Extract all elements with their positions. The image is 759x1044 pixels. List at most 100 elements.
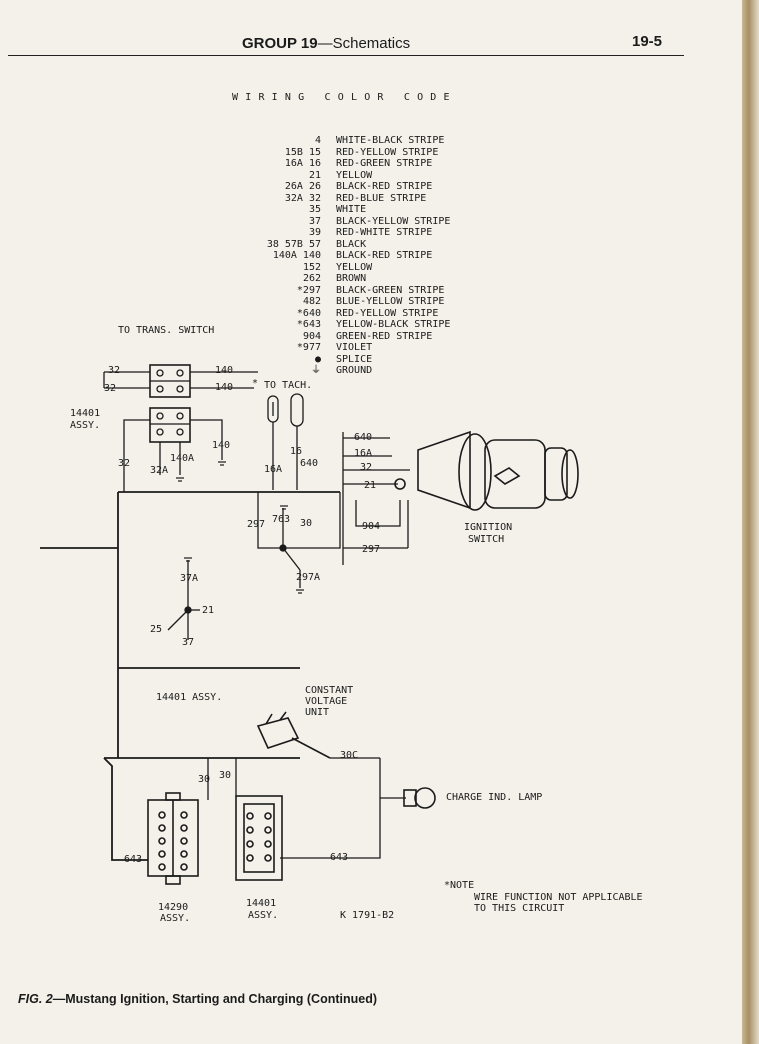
legend-row: 482 BLUE-YELLOW STRIPE xyxy=(250,296,510,308)
legend-wire-color: RED-WHITE STRIPE xyxy=(336,227,433,238)
manual-page xyxy=(0,0,742,1044)
ignition-switch-label-2: SWITCH xyxy=(468,534,505,545)
legend-wire-code: 262 xyxy=(302,273,321,284)
legend-wire-code: 35 xyxy=(308,204,321,215)
wire-32-bottom-label: 32 xyxy=(104,383,117,394)
legend-wire-code: 152 xyxy=(302,261,321,273)
ground-star-label: * xyxy=(252,378,259,389)
legend-row: ●SPLICE xyxy=(250,354,510,366)
wire-16-label: 16 xyxy=(290,446,303,457)
wire-640-switch-label: 640 xyxy=(354,432,373,443)
legend-row: 904 GREEN-RED STRIPE xyxy=(250,331,510,343)
constant-voltage-label-2: VOLTAGE xyxy=(305,696,348,707)
legend-wire-code: ⏚ xyxy=(311,365,321,376)
wire-904-label: 904 xyxy=(362,521,381,532)
splice-network-297 xyxy=(257,492,341,588)
assy-14401b-number: 14401 xyxy=(246,898,277,909)
ignition-switch-label-1: IGNITION xyxy=(464,522,513,533)
legend-wire-color: BROWN xyxy=(336,273,367,284)
wire-32-top-label: 32 xyxy=(108,365,121,376)
legend-wire-color: YELLOW xyxy=(336,169,373,181)
wiring-color-legend: 4 WHITE-BLACK STRIPE 15B 15 RED-YELLOW STRI… xyxy=(250,135,510,377)
wire-32a-label: 32A xyxy=(150,465,169,476)
wire-297-switch-label: 297 xyxy=(362,544,381,555)
legend-wire-code: 21 xyxy=(308,169,321,181)
trans-switch-wires xyxy=(103,371,258,389)
tach-plug xyxy=(267,393,304,490)
wire-297-left-label: 297 xyxy=(247,519,266,530)
constant-voltage-label-3: UNIT xyxy=(305,707,330,718)
legend-row: *640 RED-YELLOW STRIPE xyxy=(250,308,510,320)
wire-30-b-label: 30 xyxy=(219,770,232,781)
legend-wire-color: BLACK-RED STRIPE xyxy=(336,250,433,261)
wiring-color-code-title: WIRING COLOR CODE xyxy=(232,92,457,103)
wire-140-bottom-label: 140 xyxy=(215,382,234,393)
legend-wire-code: 4 xyxy=(314,135,321,146)
legend-wire-code: 26A 26 xyxy=(284,181,321,192)
legend-row: 15B 15 RED-YELLOW STRIPE xyxy=(250,147,510,159)
legend-wire-code: 482 xyxy=(302,296,321,307)
legend-row: *297 BLACK-GREEN STRIPE xyxy=(250,285,510,297)
legend-wire-color: BLACK-GREEN STRIPE xyxy=(336,284,445,296)
legend-wire-color: GREEN-RED STRIPE xyxy=(336,330,433,342)
wire-21-switch-label: 21 xyxy=(364,480,377,491)
wire-16a-label: 16A xyxy=(264,464,283,475)
to-trans-switch-label: TO TRANS. SWITCH xyxy=(118,325,215,336)
ignition-switch-wires xyxy=(342,432,410,565)
wire-37-label: 37 xyxy=(182,637,195,648)
legend-wire-color: BLACK xyxy=(336,238,367,250)
legend-wire-code: *297 xyxy=(296,284,321,296)
constant-voltage-label-1: CONSTANT xyxy=(305,685,354,696)
legend-wire-code: 904 xyxy=(302,330,321,342)
legend-wire-color: BLUE-YELLOW STRIPE xyxy=(336,296,445,307)
to-tach-label: TO TACH. xyxy=(264,380,313,391)
legend-wire-code: *640 xyxy=(296,307,321,319)
ignition-switch-icon xyxy=(394,430,579,511)
note-line-2: TO THIS CIRCUIT xyxy=(474,903,565,914)
legend-row: 4 WHITE-BLACK STRIPE xyxy=(250,135,510,147)
legend-wire-code: 15B 15 xyxy=(284,146,321,158)
legend-wire-code: 38 57B 57 xyxy=(266,238,321,250)
note-line-1: WIRE FUNCTION NOT APPLICABLE xyxy=(474,892,643,903)
legend-wire-code: 32A 32 xyxy=(284,192,321,204)
legend-wire-color: BLACK-RED STRIPE xyxy=(336,181,433,192)
legend-wire-color: WHITE-BLACK STRIPE xyxy=(336,135,445,146)
wire-25-label: 25 xyxy=(150,624,163,635)
legend-row: 262 BROWN xyxy=(250,273,510,285)
legend-wire-color: RED-YELLOW STRIPE xyxy=(336,146,439,158)
legend-wire-color: VIOLET xyxy=(336,342,373,353)
trans-switch-connector xyxy=(149,364,191,398)
wire-16a-switch-label: 16A xyxy=(354,448,373,459)
splice-37 xyxy=(167,560,200,640)
group-title: GROUP 19 xyxy=(242,35,318,52)
wire-140-right-label: 140 xyxy=(212,440,231,451)
page-number: 19-5 xyxy=(632,33,663,50)
wiring-diagram xyxy=(40,364,579,885)
assy-14290-word: ASSY. xyxy=(160,913,191,924)
legend-row: ⏚GROUND xyxy=(250,365,510,377)
wire-643-right-label: 643 xyxy=(330,852,349,863)
assy-14290-number: 14290 xyxy=(158,902,189,913)
wire-140-top-label: 140 xyxy=(215,365,234,376)
legend-wire-color: BLACK-YELLOW STRIPE xyxy=(336,215,451,227)
legend-wire-color: YELLOW-BLACK STRIPE xyxy=(336,319,451,330)
legend-wire-color: YELLOW xyxy=(336,261,373,273)
section-title: —Schematics xyxy=(317,35,411,52)
wire-140a-label: 140A xyxy=(170,453,195,464)
legend-wire-code: 39 xyxy=(308,227,321,238)
note-heading: *NOTE xyxy=(444,880,475,891)
header-rule xyxy=(8,55,684,56)
legend-wire-color: WHITE xyxy=(336,204,367,215)
legend-wire-color: SPLICE xyxy=(336,353,373,365)
legend-row: 26A 26 BLACK-RED STRIPE xyxy=(250,181,510,193)
wire-297a-label: 297A xyxy=(296,572,321,583)
wire-32-switch-label: 32 xyxy=(360,462,373,473)
legend-wire-color: RED-YELLOW STRIPE xyxy=(336,307,439,319)
assy-14401-word: ASSY. xyxy=(70,420,101,431)
assy-14401b-word: ASSY. xyxy=(248,910,279,921)
